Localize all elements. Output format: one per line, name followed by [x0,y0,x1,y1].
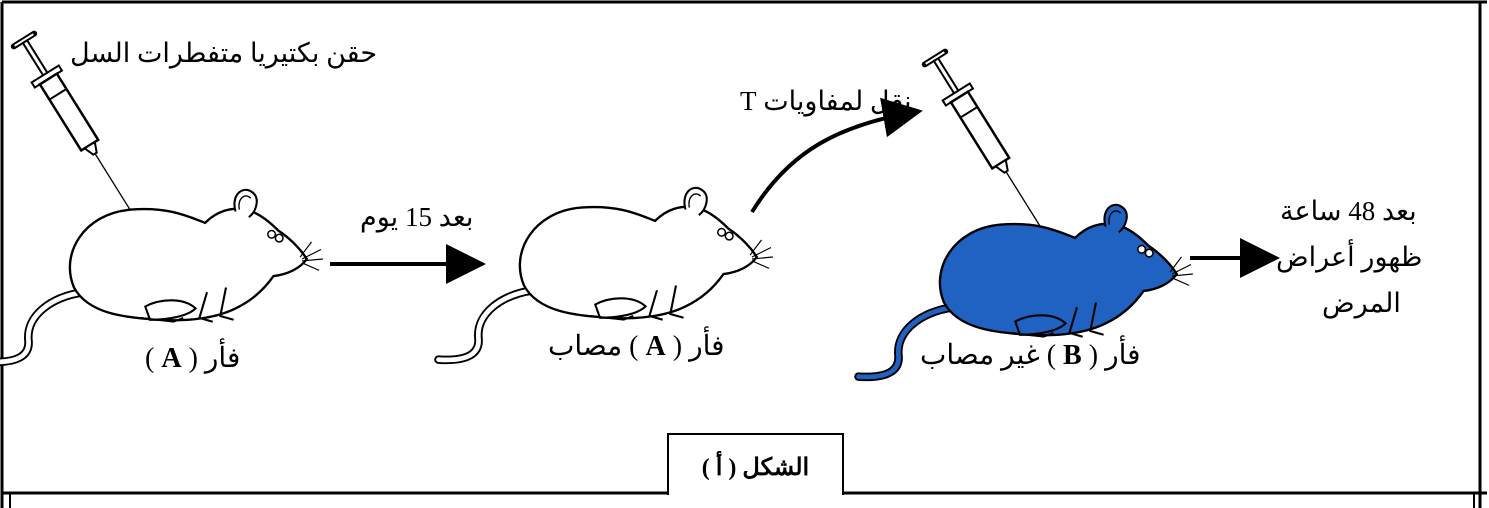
syringe-icon-b [921,50,1057,241]
mouse-b-status: غير مصاب [920,340,1040,371]
mouse-a-word: فأر [204,343,241,374]
mouse-a-infected-word: فأر [689,331,725,362]
arrow1-label: بعد 15 يوم [360,202,474,232]
mouse-b-label: غير مصاب ( B ) فأر [920,340,1141,371]
transfer-label: نقل لمفاويات T [740,86,912,116]
figure-caption-box: الشكل ( أ ) [667,433,844,495]
injection-label: حقن بكتيريا متفطرات السل [70,38,378,68]
mouse-a-icon [0,190,323,362]
mouse-b-word: فأر [1105,340,1141,371]
result-line-2: ظهور أعراض [1276,242,1423,272]
mouse-a-infected-status: مصاب [548,331,623,362]
arrow-t-lymphocyte-transfer [750,97,923,214]
result-line-3: المرض [1322,288,1401,318]
mouse-a-infected-label: مصاب ( A ) فأر [548,331,725,362]
result-line-1: بعد 48 ساعة [1280,196,1417,226]
mouse-a-infected-letter: A [645,331,666,362]
mouse-b-letter: B [1063,340,1082,371]
mouse-a-letter: A [161,343,182,374]
mouse-a-label: ( A ) فأر [145,343,241,374]
figure-caption: الشكل ( أ ) [701,455,810,481]
